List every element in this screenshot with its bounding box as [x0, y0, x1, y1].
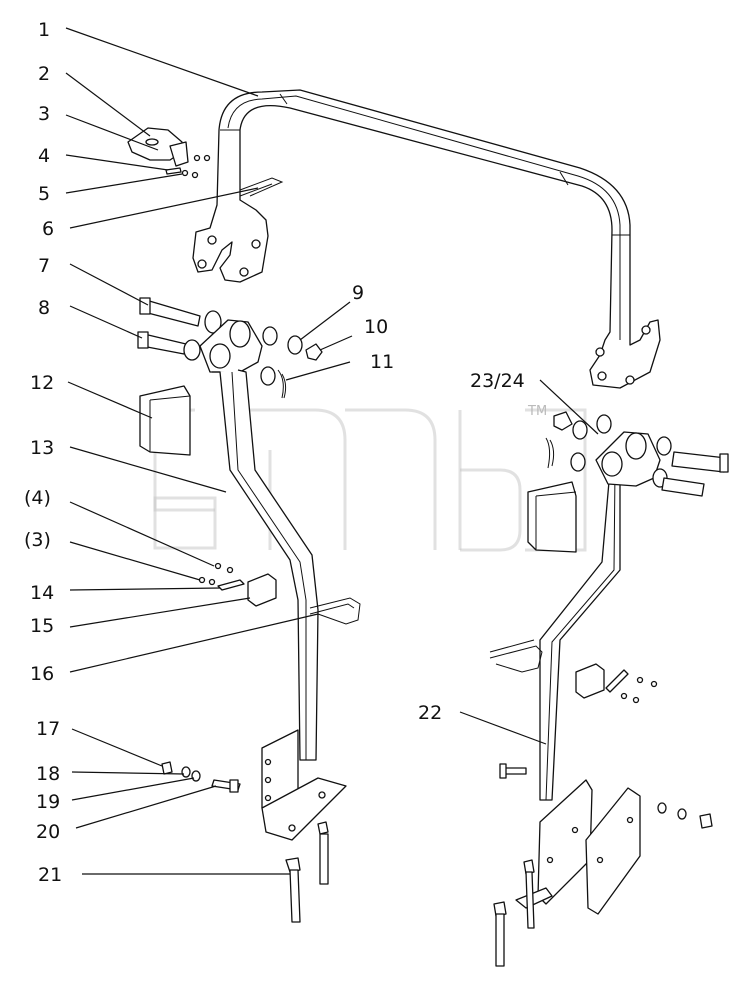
bottom-left-hardware [161, 761, 329, 923]
right-clamp-hardware [489, 639, 713, 967]
callout-label-12: 12 [30, 372, 55, 394]
pivot-bolts-left [137, 297, 222, 361]
u-bolt-left [309, 597, 361, 625]
callout-label-6: 6 [42, 218, 55, 240]
callout-label-5: 5 [38, 183, 51, 205]
callout-label-3: 3 [38, 103, 51, 125]
callout-label-16: 16 [30, 663, 55, 685]
callout-label-p4: (4) [24, 487, 51, 509]
callout-label-14: 14 [30, 582, 55, 604]
callout-label-p3: (3) [24, 529, 51, 551]
callout-label-11: 11 [370, 351, 395, 373]
callout-label-19: 19 [36, 791, 61, 813]
callout-label-13: 13 [30, 437, 55, 459]
left-hinge [199, 319, 323, 399]
callout-label-2: 2 [38, 63, 51, 85]
top-bracket [127, 127, 211, 179]
u-bolt-top [239, 177, 284, 197]
right-upright [515, 469, 641, 915]
callout-label-21: 21 [38, 864, 63, 886]
callout-label-7: 7 [38, 255, 51, 277]
callout-label-1: 1 [38, 19, 51, 41]
callout-label-8: 8 [38, 297, 51, 319]
watermark-trademark: TM [528, 404, 548, 419]
callout-label-22: 22 [418, 702, 443, 724]
watermark-logo [153, 408, 587, 552]
block-left [139, 385, 191, 456]
block-right [527, 481, 577, 553]
callout-label-18: 18 [36, 763, 61, 785]
left-upright [212, 369, 347, 841]
callout-label-10: 10 [364, 316, 389, 338]
leader-lines [65, 27, 599, 875]
callout-label-20: 20 [36, 821, 61, 843]
callout-label-4: 4 [38, 145, 51, 167]
callout-label-17: 17 [36, 718, 61, 740]
left-clamp-hardware [198, 562, 277, 607]
callout-label-9: 9 [352, 282, 365, 304]
right-hinge [545, 411, 729, 497]
callout-label-23-24: 23/24 [470, 370, 525, 392]
handle-bar [192, 89, 661, 389]
callout-label-15: 15 [30, 615, 55, 637]
